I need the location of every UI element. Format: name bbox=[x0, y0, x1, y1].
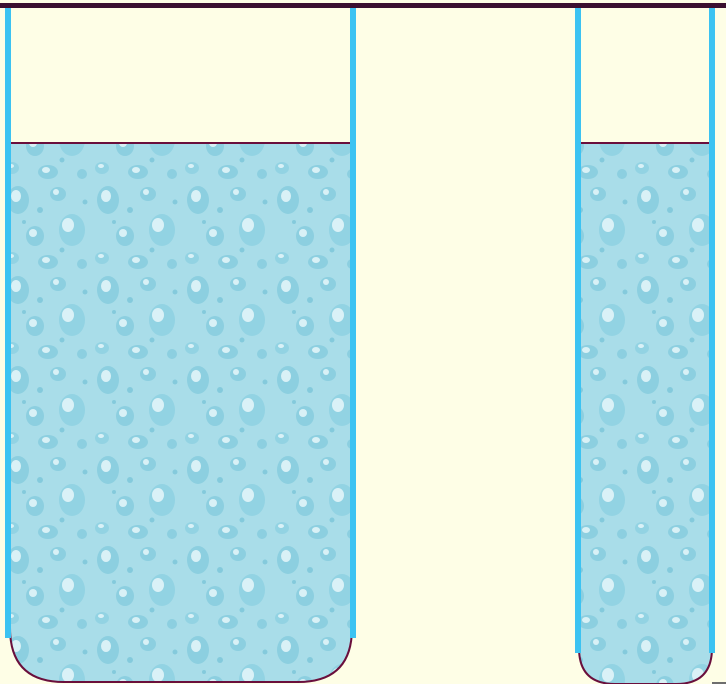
left-tube bbox=[5, 8, 356, 682]
right-tube-left-wall bbox=[575, 8, 581, 653]
top-border-line bbox=[0, 3, 726, 8]
left-tube-left-wall bbox=[5, 8, 11, 638]
left-tube-right-wall bbox=[350, 8, 356, 638]
right-tube bbox=[575, 8, 715, 684]
left-tube-liquid bbox=[10, 143, 352, 682]
right-tube-liquid bbox=[579, 143, 712, 684]
right-tube-right-wall bbox=[709, 8, 715, 653]
